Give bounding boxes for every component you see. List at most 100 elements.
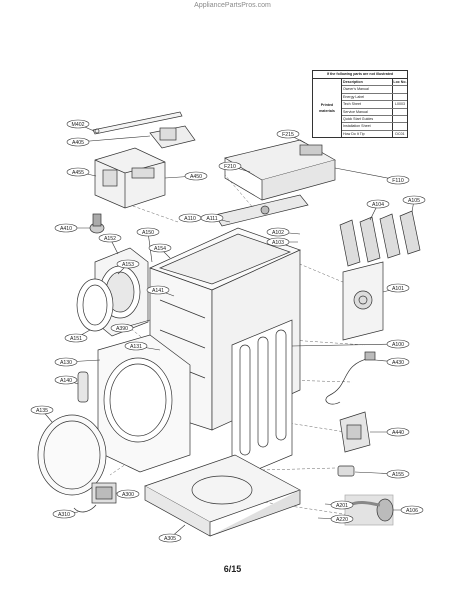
callout-f110: F110 (334, 167, 410, 185)
label-bubble (146, 285, 170, 295)
part-label-f210: F210 (224, 164, 236, 170)
table-group-label: Printed materials (313, 79, 342, 138)
callout-a130: A130 (54, 357, 101, 367)
part-label-a106: A106 (406, 508, 418, 514)
label-bubble (66, 137, 90, 147)
part-label-a410: A410 (60, 226, 72, 232)
part-label-callouts: M402A405A455A450F215F210F110A410A152A150… (30, 119, 426, 543)
label-bubble (124, 341, 148, 351)
leader-line (291, 343, 399, 347)
part-a440-pump (339, 411, 371, 453)
part-a151-door-gasket (76, 278, 114, 332)
part-a430-power-cord (325, 351, 376, 405)
part-label-m402: M402 (72, 122, 85, 128)
callout-a135: A135 (30, 405, 54, 423)
part-label-a152: A152 (104, 236, 116, 242)
callout-a152: A152 (98, 233, 122, 255)
table-row: How Do It Tip DC01 (342, 130, 407, 138)
part-label-a135: A135 (36, 408, 48, 414)
part-label-a300: A300 (122, 492, 134, 498)
label-bubble (330, 514, 354, 524)
row-description: Installation Sheet (343, 124, 371, 129)
leader-line (77, 135, 151, 143)
callout-a410: A410 (54, 223, 90, 233)
part-a300-motor (91, 482, 117, 504)
callout-a220: A220 (317, 514, 354, 524)
callout-a111: A111 (200, 213, 231, 223)
callout-a305: A305 (158, 524, 186, 543)
table-title: If the following parts are not illustrat… (313, 71, 407, 79)
table-header-row: Description Loc No. (342, 79, 407, 87)
callout-a310: A310 (52, 509, 79, 519)
row-description: How Do It Tip (343, 131, 365, 136)
label-bubble (276, 129, 300, 139)
row-description: Quick Start Guides (343, 116, 374, 121)
part-f210-detergent-drawer (224, 139, 336, 201)
row-loc (392, 123, 407, 130)
part-label-a100: A100 (392, 342, 404, 348)
label-bubble (386, 283, 410, 293)
row-description: Owner's Manual (343, 87, 369, 92)
label-bubble (386, 175, 410, 185)
header-loc: Loc No. (392, 79, 407, 86)
row-description: Tech Sheet (343, 102, 361, 107)
part-a135-door-glass (37, 414, 107, 496)
part-a405-bracket (149, 125, 196, 149)
label-bubble (54, 223, 78, 233)
label-bubble (184, 171, 208, 181)
part-label-a105: A105 (408, 198, 420, 204)
callout-a430: A430 (374, 357, 410, 367)
callout-a103: A103 (266, 237, 298, 247)
part-label-a405: A405 (72, 140, 84, 146)
callout-a141: A141 (146, 285, 175, 297)
part-label-a390: A390 (116, 326, 128, 332)
label-bubble (98, 233, 122, 243)
label-bubble (386, 357, 410, 367)
label-bubble (54, 375, 78, 385)
part-label-a430: A430 (392, 360, 404, 366)
part-a140-handle (77, 371, 89, 403)
leader-line (334, 167, 399, 181)
part-label-a440: A440 (392, 430, 404, 436)
part-a410-valve (89, 213, 105, 234)
part-a104-shock-absorbers (339, 210, 421, 267)
part-label-a151: A151 (70, 336, 82, 342)
label-bubble (116, 489, 140, 499)
callout-a153: A153 (116, 259, 140, 275)
callout-a390: A390 (110, 319, 151, 333)
part-label-a110: A110 (184, 216, 196, 222)
part-a310-harness (73, 504, 97, 513)
row-loc: DC01 (392, 130, 407, 138)
label-bubble (116, 259, 140, 269)
label-bubble (66, 119, 90, 129)
part-label-a101: A101 (392, 286, 404, 292)
callout-a150: A150 (136, 227, 160, 263)
callout-a154: A154 (148, 243, 172, 259)
label-bubble (402, 195, 426, 205)
table-row: Quick Start Guides (342, 115, 407, 124)
table-row: Energy Label (342, 93, 407, 102)
part-label-a104: A104 (372, 202, 384, 208)
site-title: AppliancePartsPros.com (194, 2, 271, 9)
row-loc (392, 108, 407, 115)
label-bubble (54, 357, 78, 367)
part-a305-base (144, 454, 301, 537)
label-bubble (400, 505, 424, 515)
label-bubble (64, 333, 88, 343)
table-row: Owner's Manual (342, 86, 407, 94)
part-label-a153: A153 (122, 262, 134, 268)
callout-a455: A455 (66, 167, 97, 177)
part-label-a150: A150 (142, 230, 154, 236)
part-label-a103: A103 (272, 240, 284, 246)
label-bubble (52, 509, 76, 519)
label-bubble (148, 243, 172, 253)
callout-a104: A104 (366, 199, 390, 221)
part-label-a154: A154 (154, 246, 166, 252)
part-label-a131: A131 (130, 344, 142, 350)
callout-a140: A140 (54, 375, 79, 385)
label-bubble (30, 405, 54, 415)
callout-f210: F210 (218, 161, 251, 173)
part-label-a310: A310 (58, 512, 70, 518)
row-loc (392, 115, 407, 123)
